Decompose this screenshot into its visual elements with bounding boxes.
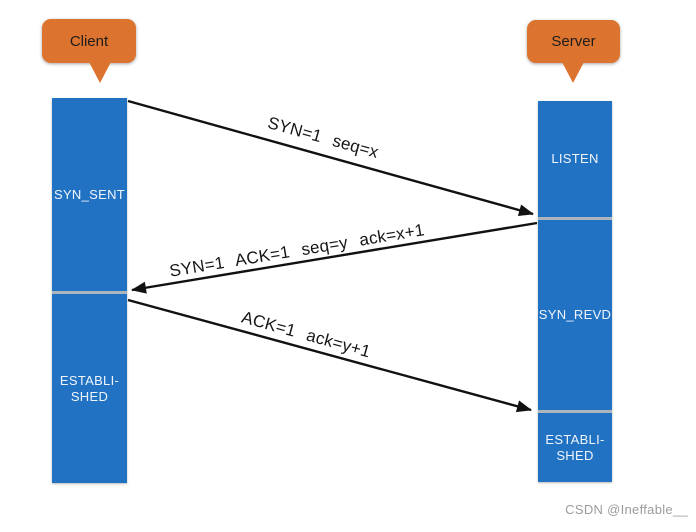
server-state-established-line2: SHED xyxy=(556,447,594,463)
client-actor-bubble: Client xyxy=(42,19,136,83)
client-lifeline: SYN_SENT ESTABLI- SHED xyxy=(52,98,127,483)
client-state-established: ESTABLI- SHED xyxy=(52,294,127,483)
syn-ack-arrow xyxy=(131,221,538,294)
server-actor-bubble: Server xyxy=(527,20,620,83)
ack-arrow xyxy=(127,298,532,413)
server-state-syn-revd-label: SYN_REVD xyxy=(538,307,612,322)
client-actor-label: Client xyxy=(69,32,109,50)
server-bubble-tail xyxy=(562,62,584,83)
server-lifeline: LISTEN SYN_REVD ESTABLI- SHED xyxy=(538,101,612,482)
server-actor-label: Server xyxy=(551,33,596,50)
server-state-divider-2 xyxy=(538,410,612,413)
syn-arrow xyxy=(127,99,534,217)
client-state-syn-sent-label: SYN_SENT xyxy=(53,186,126,202)
server-state-established-line1: ESTABLI- xyxy=(545,431,605,447)
client-state-established-line1: ESTABLI- xyxy=(59,372,120,388)
server-state-listen-label: LISTEN xyxy=(551,151,599,166)
client-bubble-tail xyxy=(89,62,111,83)
server-state-syn-revd: SYN_REVD xyxy=(538,220,612,410)
client-state-established-line2: SHED xyxy=(70,388,109,404)
server-state-divider-1 xyxy=(538,217,612,220)
client-state-syn-sent: SYN_SENT xyxy=(52,98,127,291)
server-state-established: ESTABLI- SHED xyxy=(538,413,612,482)
client-state-divider xyxy=(52,291,127,294)
server-state-listen: LISTEN xyxy=(538,101,612,217)
csdn-watermark: CSDN @Ineffable__ xyxy=(565,502,688,517)
